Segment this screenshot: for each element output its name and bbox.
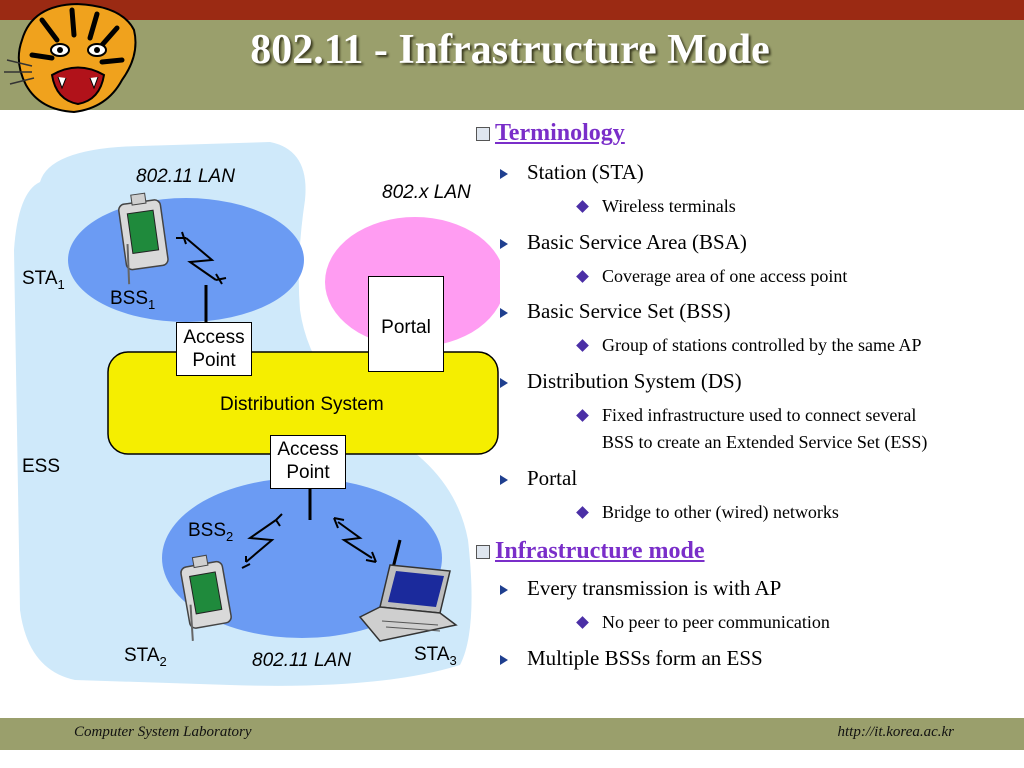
- term-item: Station (STA): [500, 160, 644, 184]
- term-item: Basic Service Area (BSA): [500, 230, 747, 254]
- slide-title: 802.11 - Infrastructure Mode: [250, 27, 770, 73]
- header-title-bar: [0, 20, 1024, 110]
- term-detail: Fixed infrastructure used to connect sev…: [602, 402, 927, 456]
- diagram-shapes: [14, 142, 500, 686]
- sta2-device-icon: [180, 554, 232, 641]
- terminology-heading: Terminology: [476, 120, 625, 147]
- term-detail: Bridge to other (wired) networks: [602, 499, 839, 526]
- term-item: Portal: [499, 466, 578, 490]
- footer-url: http://it.korea.ac.kr: [837, 724, 955, 740]
- sta1-device-icon: [118, 192, 169, 285]
- sta2-label: STA2: [124, 645, 167, 669]
- wired-lan-label: 802.x LAN: [382, 182, 471, 203]
- term-detail: Coverage area of one access point: [602, 263, 847, 290]
- sta3-label: STA3: [414, 644, 457, 668]
- infra-item: Multiple BSSs form an ESS: [500, 646, 763, 670]
- header-top-bar: [0, 0, 1024, 20]
- infrastructure-diagram: 802.11 LAN 802.x LAN STA1 BSS1 Portal Ac…: [0, 110, 500, 710]
- heading-bullet-icon: [476, 545, 490, 560]
- tiger-logo-icon: [4, 2, 137, 114]
- radio-link-icon: [241, 513, 283, 569]
- bss1-label: BSS1: [110, 288, 156, 312]
- portal-box: Portal: [368, 276, 444, 372]
- sta1-label: STA1: [22, 268, 65, 292]
- bss2-area: [162, 478, 442, 638]
- bss2-label: BSS2: [188, 520, 234, 544]
- term-item: Distribution System (DS): [500, 369, 742, 393]
- radio-link-icon: [333, 517, 377, 563]
- term-item: Basic Service Set (BSS): [500, 299, 731, 323]
- sta3-laptop-icon: [358, 564, 458, 642]
- infrastructure-heading: Infrastructure mode: [476, 538, 705, 565]
- distribution-system-label: Distribution System: [220, 394, 384, 415]
- infra-item: Every transmission is with AP: [499, 576, 782, 600]
- lan-bottom-label: 802.11 LAN: [252, 650, 351, 671]
- bss1-area: [68, 198, 304, 322]
- lan-top-label: 802.11 LAN: [136, 166, 235, 187]
- footer-bar: [0, 718, 1024, 750]
- infra-detail: No peer to peer communication: [602, 609, 830, 636]
- footer-lab-name: Computer System Laboratory: [74, 724, 252, 740]
- term-detail: Group of stations controlled by the same…: [602, 332, 921, 359]
- heading-bullet-icon: [476, 127, 490, 142]
- ess-label: ESS: [22, 456, 61, 477]
- radio-link-icon: [176, 231, 227, 285]
- term-detail: Wireless terminals: [602, 193, 736, 220]
